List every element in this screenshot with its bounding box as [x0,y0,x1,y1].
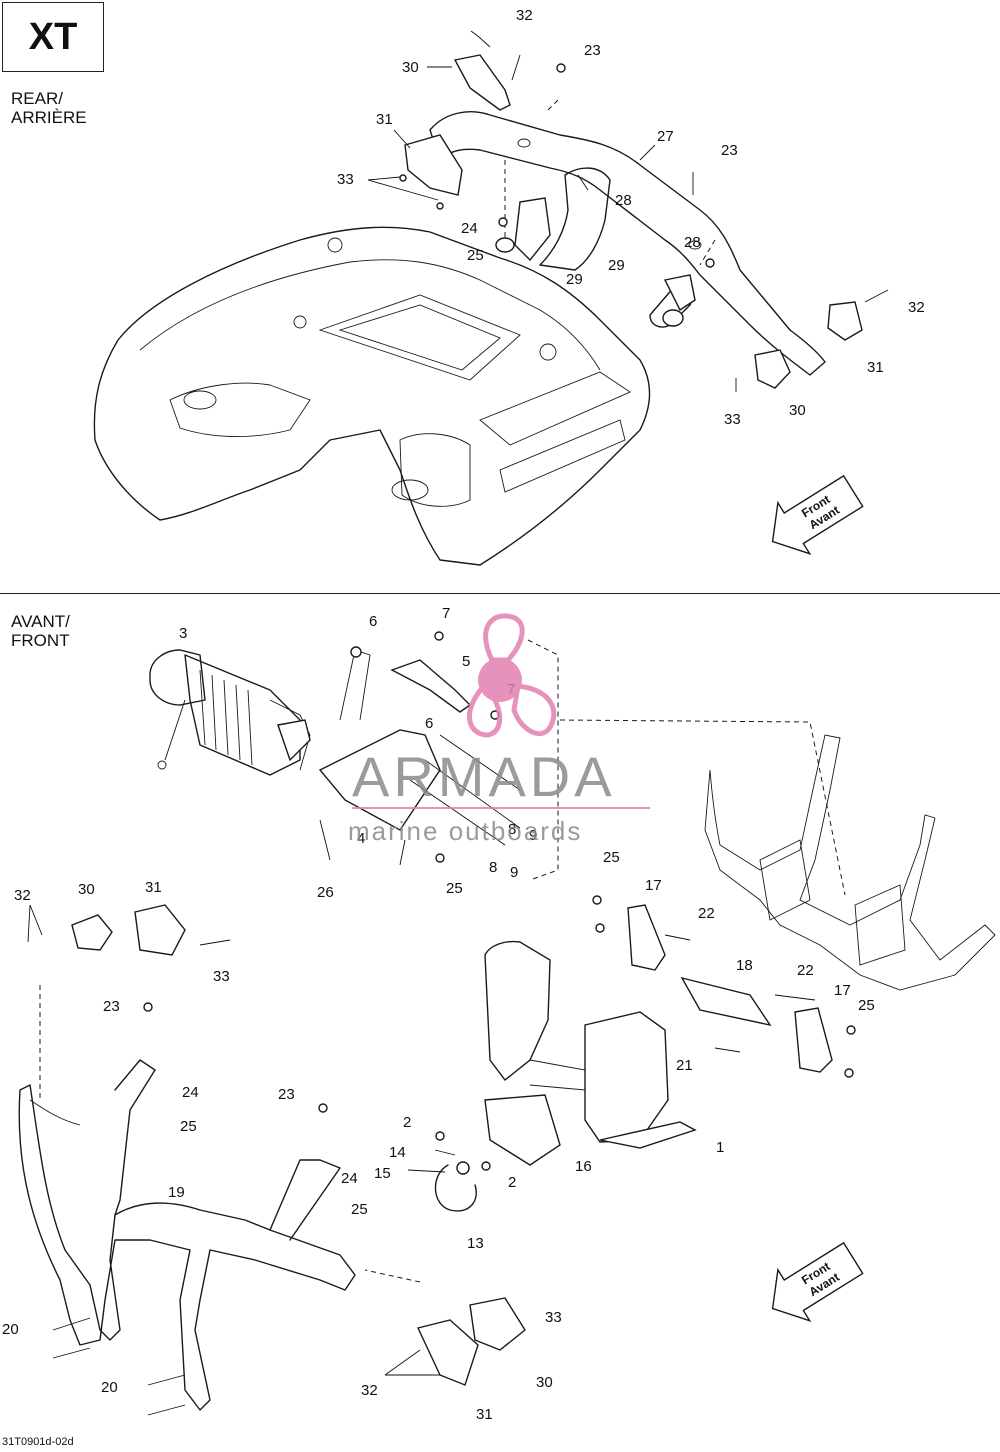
callout: 20 [2,1321,19,1338]
callout: 28 [615,192,632,209]
callout: 32 [14,887,31,904]
callout: 31 [867,359,884,376]
callout: 29 [608,257,625,274]
callout: 23 [103,998,120,1015]
callout: 17 [645,877,662,894]
rear-section-label: REAR/ARRIÈRE [11,89,87,127]
winch-assembly [149,649,311,776]
callout: 31 [145,879,162,896]
watermark-tagline: marine outboards [348,816,582,846]
section-divider [0,593,1000,594]
callout: 22 [698,905,715,922]
callout: 23 [584,42,601,59]
callout: 29 [566,271,583,288]
rear-front-direction-arrow: Front Avant [771,474,864,555]
model-badge: XT [2,2,104,72]
callout: 8 [508,821,516,838]
callout: 25 [446,880,463,897]
watermark-brand: ARMADA [352,745,616,808]
model-badge-text: XT [28,15,78,58]
callout: 9 [529,827,537,844]
rear-fender-body [93,226,651,566]
callout: 5 [462,653,470,670]
rear-fasteners [399,30,889,392]
callout: 4 [357,830,365,847]
front-frame-outline [704,734,996,991]
rear-label-line1: REAR/ [11,89,63,108]
winch-mount-plate [318,631,521,866]
callout: 24 [341,1170,358,1187]
rear-callouts: 32 30 23 31 27 23 33 28 24 25 29 28 29 3… [337,7,925,428]
callout: 28 [684,234,701,251]
rear-label-line2: ARRIÈRE [11,108,87,127]
callout: 30 [402,59,419,76]
callout: 25 [351,1201,368,1218]
callout: 15 [374,1165,391,1182]
mount-brackets [592,895,856,1078]
front-section-label: AVANT/FRONT [11,612,70,650]
front-front-direction-arrow: Front Avant [771,1241,864,1322]
reference-code: 31T0901d-02d [2,1436,74,1448]
front-bumper-guard [484,940,697,1166]
callout: 33 [337,171,354,188]
callout: 1 [716,1139,724,1156]
hook-parts [407,1131,491,1212]
callout: 16 [575,1158,592,1175]
callout: 30 [536,1374,553,1391]
callout: 32 [516,7,533,24]
rear-brackets [404,54,863,389]
callout: 24 [182,1084,199,1101]
callout: 6 [425,715,433,732]
callout: 27 [657,128,674,145]
callout: 22 [797,962,814,979]
callout: 2 [403,1114,411,1131]
callout: 8 [489,859,497,876]
callout: 33 [213,968,230,985]
callout: 3 [179,625,187,642]
callout: 31 [376,111,393,128]
callout: 33 [545,1309,562,1326]
rear-rack-bar [429,97,826,376]
callout: 18 [736,957,753,974]
callout: 21 [676,1057,693,1074]
armada-watermark: ARMADA marine outboards [348,613,650,846]
front-label-line2: FRONT [11,631,70,650]
callout: 20 [101,1379,118,1396]
front-small-brackets [27,904,526,1386]
callout: 25 [467,247,484,264]
callout: 25 [603,849,620,866]
callout: 9 [510,864,518,881]
callout: 25 [858,997,875,1014]
callout: 26 [317,884,334,901]
callout: 24 [461,220,478,237]
callout: 6 [369,613,377,630]
callout: 31 [476,1406,493,1423]
callout: 7 [442,605,450,622]
callout: 2 [508,1174,516,1191]
callout: 25 [180,1118,197,1135]
callout: 33 [724,411,741,428]
callout: 17 [834,982,851,999]
callout: 23 [721,142,738,159]
propeller-logo-icon [467,613,557,738]
front-label-line1: AVANT/ [11,612,70,631]
callout: 19 [168,1184,185,1201]
callout: 14 [389,1144,406,1161]
callout: 13 [467,1235,484,1252]
callout: 32 [361,1382,378,1399]
front-bumper-tube [18,1002,356,1416]
callout: 32 [908,299,925,316]
callout: 30 [78,881,95,898]
callout: 30 [789,402,806,419]
callout: 23 [278,1086,295,1103]
front-guide-lines [39,639,846,1283]
